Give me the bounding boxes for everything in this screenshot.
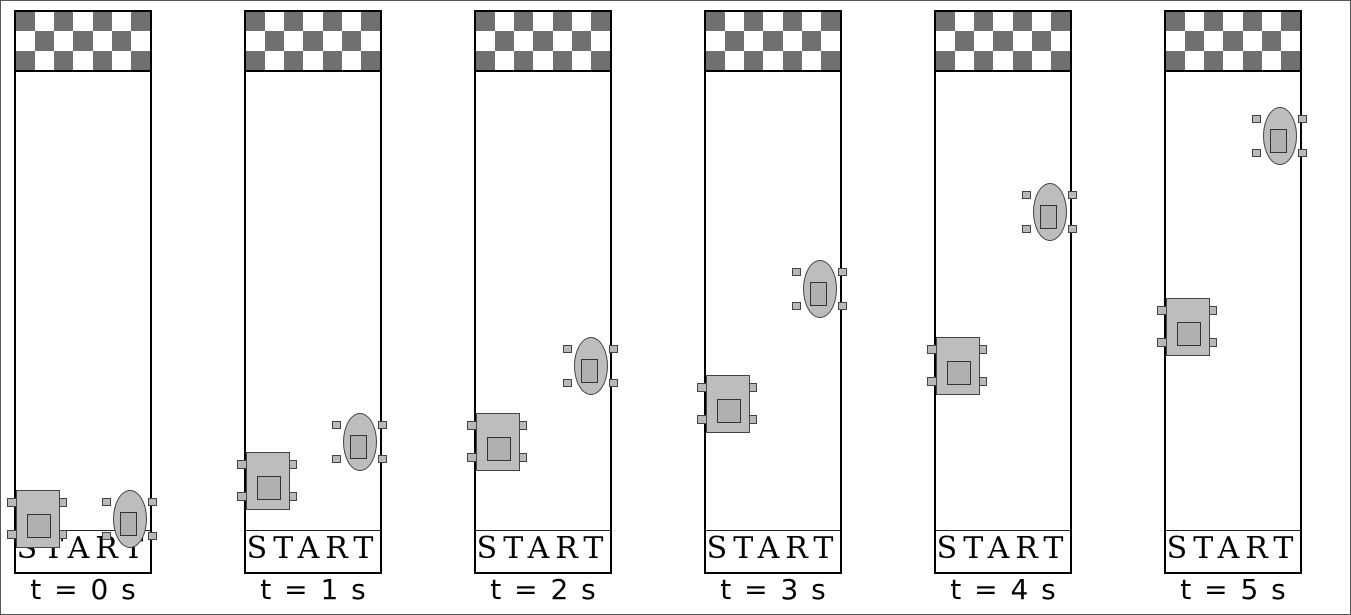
finish-checkerboard xyxy=(1166,12,1300,72)
oval-car-icon xyxy=(563,337,619,397)
finish-checkerboard xyxy=(476,12,610,72)
panel-t2: START t = 2 s xyxy=(460,0,690,615)
race-track: START xyxy=(474,10,612,574)
time-label: t = 5 s xyxy=(1164,570,1304,610)
time-label: t = 3 s xyxy=(704,570,844,610)
panel-t4: START t = 4 s xyxy=(920,0,1150,615)
oval-car-icon xyxy=(792,260,848,320)
square-car-icon xyxy=(239,452,297,512)
oval-car-icon xyxy=(1252,107,1308,167)
oval-car-icon xyxy=(1022,183,1078,243)
time-label: t = 1 s xyxy=(244,570,384,610)
start-label: START xyxy=(246,532,380,566)
start-label: START xyxy=(1166,532,1300,566)
square-car-icon xyxy=(469,413,527,473)
finish-checkerboard xyxy=(246,12,380,72)
square-car-icon xyxy=(929,337,987,397)
race-track: START xyxy=(1164,10,1302,574)
time-label: t = 4 s xyxy=(934,570,1074,610)
start-label: START xyxy=(476,532,610,566)
race-track: START xyxy=(934,10,1072,574)
time-label: t = 2 s xyxy=(474,570,614,610)
square-car-icon xyxy=(699,375,757,435)
finish-checkerboard xyxy=(706,12,840,72)
square-car-icon xyxy=(1159,298,1217,358)
oval-car-icon xyxy=(102,490,158,550)
square-car-icon xyxy=(9,490,67,550)
time-label: t = 0 s xyxy=(14,570,154,610)
panel-t1: START t = 1 s xyxy=(230,0,460,615)
start-label: START xyxy=(706,532,840,566)
finish-checkerboard xyxy=(936,12,1070,72)
start-label: START xyxy=(936,532,1070,566)
finish-checkerboard xyxy=(16,12,150,72)
oval-car-icon xyxy=(332,413,388,473)
